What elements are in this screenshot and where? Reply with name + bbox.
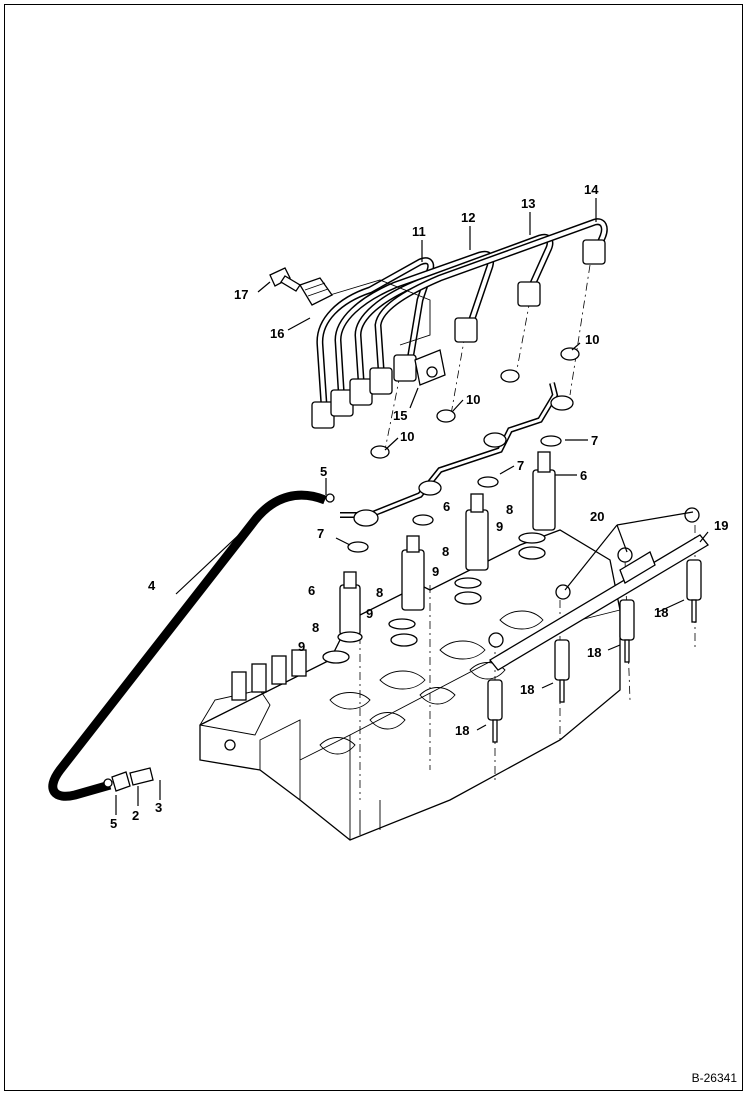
callout-8: 8: [376, 585, 383, 600]
callout-4: 4: [148, 578, 156, 593]
callout-14: 14: [584, 182, 599, 197]
injection-line-set: [311, 218, 608, 429]
callout-6: 6: [443, 499, 450, 514]
callout-19: 19: [714, 518, 728, 533]
callout-8: 8: [506, 502, 513, 517]
callout-13: 13: [521, 196, 535, 211]
callout-8: 8: [442, 544, 449, 559]
glow-plugs: [487, 559, 702, 743]
callout-5: 5: [110, 816, 117, 831]
callout-18: 18: [654, 605, 668, 620]
callout-20: 20: [590, 509, 604, 524]
callout-labels: 2 3 4 5 5 6 6 6 7 7 7 8 8 8 8 9 9 9 9 10…: [110, 182, 728, 831]
callout-6: 6: [580, 468, 587, 483]
leak-off-pipe: [340, 382, 574, 527]
figure-reference-code: B-26341: [691, 1071, 737, 1085]
callout-10: 10: [466, 392, 480, 407]
diagram-frame: [4, 4, 743, 1091]
callout-7: 7: [317, 526, 324, 541]
callout-7: 7: [591, 433, 598, 448]
callout-5: 5: [320, 464, 327, 479]
callout-6: 6: [308, 583, 315, 598]
callout-10: 10: [400, 429, 414, 444]
callout-9: 9: [496, 519, 503, 534]
callout-18: 18: [587, 645, 601, 660]
callout-8: 8: [312, 620, 319, 635]
callout-7: 7: [517, 458, 524, 473]
callout-16: 16: [270, 326, 284, 341]
callout-15: 15: [393, 408, 407, 423]
callout-2: 2: [132, 808, 139, 823]
cylinder-head: [199, 529, 621, 841]
bolt-and-clamp: [269, 267, 333, 306]
callout-9: 9: [432, 564, 439, 579]
callout-9: 9: [366, 606, 373, 621]
callout-3: 3: [155, 800, 162, 815]
callout-11: 11: [412, 224, 426, 239]
callout-10: 10: [585, 332, 599, 347]
callout-18: 18: [455, 723, 469, 738]
leader-lines: [115, 198, 709, 815]
fuel-injectors: [322, 347, 580, 664]
callout-12: 12: [461, 210, 475, 225]
callout-9: 9: [298, 639, 305, 654]
callout-17: 17: [234, 287, 248, 302]
glow-plug-bus-bar: [488, 507, 709, 671]
callout-18: 18: [520, 682, 534, 697]
